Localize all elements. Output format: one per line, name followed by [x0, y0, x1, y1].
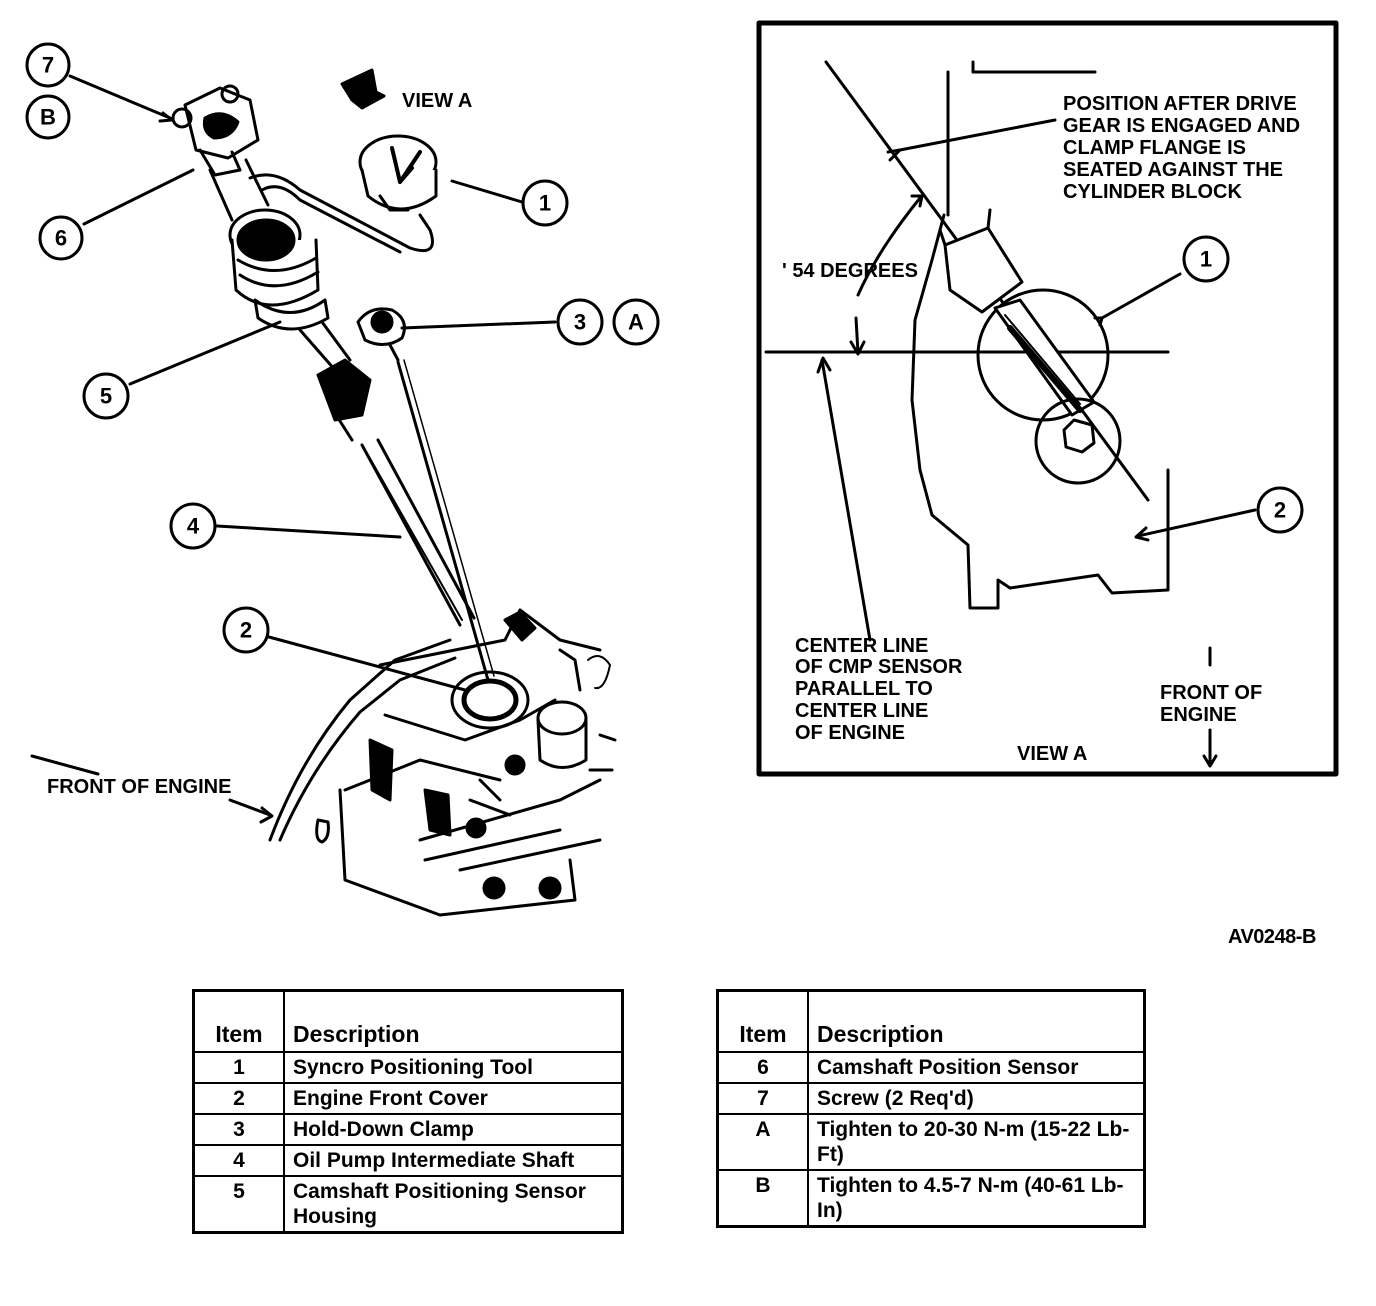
exploded-view-diagram: 7 B 6 1 3 A 5 4 2 1 2 VIEW A FRONT OF EN… [25, 20, 1339, 917]
center-line-note: CENTER LINE OF CMP SENSOR PARALLEL TO CE… [795, 635, 963, 744]
description-cell: Syncro Positioning Tool [283, 1051, 624, 1084]
callout-7: 7 [42, 53, 54, 78]
item-cell: 2 [192, 1082, 285, 1115]
item-cell: 6 [716, 1051, 809, 1084]
callout-1: 1 [539, 191, 551, 216]
item-cell: 4 [192, 1144, 285, 1177]
view-a-callout-2: 2 [1274, 498, 1286, 523]
header-item: Item [192, 989, 285, 1053]
callout-2: 2 [240, 618, 252, 643]
front-of-engine-label: FRONT OF ENGINE [47, 776, 231, 798]
description-cell: Tighten to 20-30 N-m (15-22 Lb-Ft) [807, 1113, 1146, 1171]
view-a-title: VIEW A [1017, 743, 1087, 765]
svg-text:PARALLEL TO: PARALLEL TO [795, 678, 933, 700]
view-a-pointer-label: VIEW A [402, 90, 472, 112]
svg-text:ENGINE: ENGINE [1160, 704, 1237, 726]
item-cell: B [716, 1169, 809, 1228]
item-cell: 5 [192, 1175, 285, 1234]
item-cell: A [716, 1113, 809, 1171]
svg-text:FRONT OF: FRONT OF [1160, 682, 1262, 704]
header-description: Description [283, 989, 624, 1053]
callout-a: A [628, 310, 644, 335]
view-a-callout-1: 1 [1200, 247, 1212, 272]
description-cell: Camshaft Positioning Sensor Housing [283, 1175, 624, 1234]
svg-text:OF CMP SENSOR: OF CMP SENSOR [795, 656, 963, 678]
item-cell: 1 [192, 1051, 285, 1084]
description-cell: Engine Front Cover [283, 1082, 624, 1115]
svg-text:CLAMP FLANGE IS: CLAMP FLANGE IS [1063, 137, 1246, 159]
svg-text:OF ENGINE: OF ENGINE [795, 722, 905, 744]
description-cell: Screw (2 Req'd) [807, 1082, 1146, 1115]
callout-4: 4 [187, 514, 200, 539]
header-item: Item [716, 989, 809, 1053]
view-a-front-of-engine: FRONT OF ENGINE [1160, 682, 1262, 726]
header-description: Description [807, 989, 1146, 1053]
svg-text:CENTER LINE: CENTER LINE [795, 635, 928, 657]
callout-b: B [40, 105, 56, 130]
description-cell: Camshaft Position Sensor [807, 1051, 1146, 1084]
callout-3: 3 [574, 310, 586, 335]
figure-id: AV0248-B [1228, 926, 1316, 948]
callout-6: 6 [55, 226, 67, 251]
callout-5: 5 [100, 384, 112, 409]
svg-text:SEATED AGAINST THE: SEATED AGAINST THE [1063, 159, 1283, 181]
angle-label: ' 54 DEGREES [782, 260, 918, 282]
svg-text:CENTER LINE: CENTER LINE [795, 700, 928, 722]
item-cell: 3 [192, 1113, 285, 1146]
description-cell: Tighten to 4.5-7 N-m (40-61 Lb-In) [807, 1169, 1146, 1228]
description-cell: Oil Pump Intermediate Shaft [283, 1144, 624, 1177]
svg-text:CYLINDER BLOCK: CYLINDER BLOCK [1063, 181, 1242, 203]
position-note: POSITION AFTER DRIVE GEAR IS ENGAGED AND… [1063, 93, 1300, 203]
svg-text:GEAR IS ENGAGED AND: GEAR IS ENGAGED AND [1063, 115, 1300, 137]
svg-text:POSITION AFTER DRIVE: POSITION AFTER DRIVE [1063, 93, 1297, 115]
item-cell: 7 [716, 1082, 809, 1115]
description-cell: Hold-Down Clamp [283, 1113, 624, 1146]
